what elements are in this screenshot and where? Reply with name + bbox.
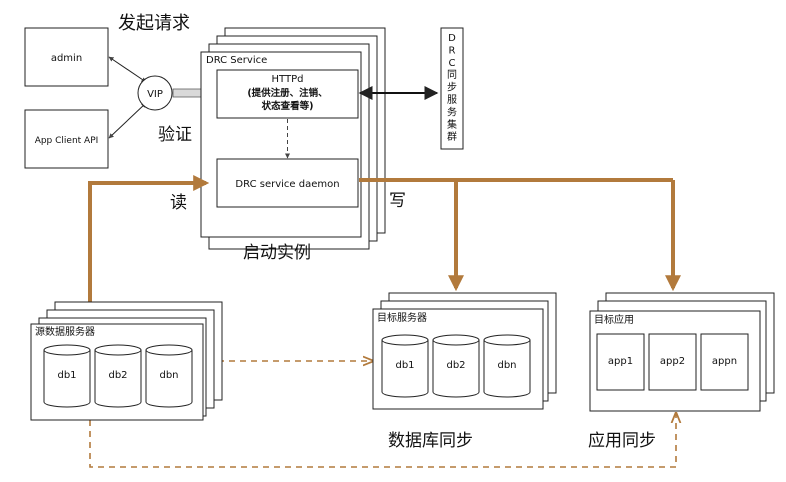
database-cylinder: db2: [432, 334, 480, 398]
source-servers-label: 源数据服务器: [35, 325, 95, 338]
app-label: app2: [660, 356, 685, 367]
sync-dashed-lines: [89, 361, 676, 468]
httpd-desc-line2: 状态查看等): [262, 100, 314, 112]
initiate-request-label: 发起请求: [118, 13, 190, 34]
database-cylinder: dbn: [145, 344, 193, 408]
read-flow-arrow: [88, 175, 210, 308]
app-sync-dashed-arrow: [89, 413, 676, 468]
read-label: 读: [170, 193, 187, 213]
app-box: app1: [596, 333, 645, 391]
vip-node: VIP: [137, 75, 173, 111]
cluster-char: 同: [447, 69, 457, 81]
admin-label: admin: [51, 53, 82, 64]
db-sync-label: 数据库同步: [388, 431, 473, 451]
app-sync-label: 应用同步: [588, 431, 656, 451]
httpd-title: HTTPd: [272, 74, 304, 85]
drc-daemon-label: DRC service daemon: [235, 179, 339, 190]
httpd-desc-line1: (提供注册、注销、: [247, 87, 327, 99]
httpd-box: HTTPd (提供注册、注销、 状态查看等): [216, 69, 359, 119]
app-box: appn: [700, 333, 749, 391]
app-box: app2: [648, 333, 697, 391]
database-cylinder: dbn: [483, 334, 531, 398]
database-label: db2: [108, 370, 127, 381]
drc-service-stack: DRC Service: [200, 27, 386, 250]
cluster-char: 服: [447, 94, 457, 106]
database-label: db1: [395, 360, 414, 371]
app-client-api: App Client API: [24, 109, 109, 169]
target-servers-stack: 目标服务器 db1 db2 dbn: [372, 292, 557, 410]
database-cylinder: db2: [94, 344, 142, 408]
write-label: 写: [389, 191, 406, 211]
target-servers-label: 目标服务器: [377, 311, 427, 324]
admin-vip-connector: [108, 56, 147, 83]
start-instance-label: 启动实例: [243, 243, 311, 263]
app-vip-connector: [108, 102, 147, 139]
app-label: app1: [608, 356, 633, 367]
cluster-char: 群: [447, 130, 457, 143]
target-apps-stack: 目标应用 app1 app2 appn: [589, 292, 775, 412]
target-apps-label: 目标应用: [594, 313, 634, 326]
admin-client: admin: [24, 27, 109, 87]
database-cylinder: db1: [43, 344, 91, 408]
cluster-char: 集: [447, 118, 457, 131]
drc-service-label: DRC Service: [206, 55, 267, 66]
app-label: appn: [712, 356, 737, 367]
database-label: dbn: [159, 370, 178, 381]
cluster-char: 步: [447, 82, 457, 94]
data-flow-lines: [88, 175, 681, 308]
vip-label: VIP: [147, 89, 163, 100]
cluster-char: D: [448, 33, 456, 44]
app-client-label: App Client API: [35, 136, 99, 146]
cluster-char: 务: [447, 105, 457, 118]
database-cylinder: db1: [381, 334, 429, 398]
cluster-char: C: [449, 58, 456, 69]
source-servers-stack: 源数据服务器 db1 db2 dbn: [30, 301, 223, 421]
database-label: db1: [57, 370, 76, 381]
drc-daemon-box: DRC service daemon: [216, 158, 359, 208]
verify-label: 验证: [158, 125, 192, 145]
database-label: dbn: [497, 360, 516, 371]
database-label: db2: [446, 360, 465, 371]
cluster-char: R: [449, 45, 456, 56]
